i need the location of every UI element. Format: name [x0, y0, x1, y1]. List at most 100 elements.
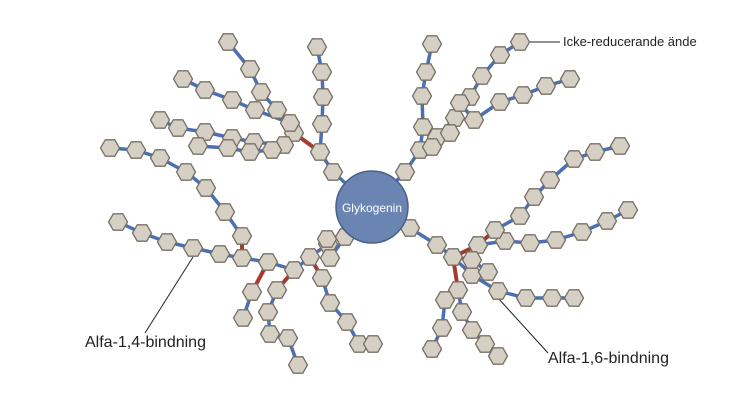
glucose-unit [266, 101, 288, 119]
glucose-unit [571, 223, 593, 241]
glucose-unit [277, 329, 299, 347]
glucose-unit [539, 171, 561, 189]
glucose-unit [131, 224, 153, 242]
glucose-unit [187, 137, 209, 155]
glucose-unit [563, 289, 585, 307]
glycogenin-label: Glykogenin [342, 201, 402, 215]
glucose-unit [461, 321, 483, 339]
glucose-unit [167, 119, 189, 137]
glucose-unit [156, 233, 178, 251]
glucose-unit [217, 139, 239, 157]
glucose-unit [449, 94, 471, 112]
glucose-unit [257, 253, 279, 271]
glucose-unit [312, 88, 334, 106]
glucose-unit [563, 150, 585, 168]
glucose-unit [412, 118, 434, 136]
alpha-1-6-bond-label: Alfa-1,6-bindning [548, 350, 669, 367]
glucose-unit [231, 227, 253, 245]
glucose-unit [394, 163, 416, 181]
glucose-unit [421, 35, 443, 53]
glucose-unit [194, 123, 216, 141]
glucose-unit [439, 124, 461, 142]
glucose-unit [541, 289, 563, 307]
glucose-unit [471, 67, 493, 85]
glucose-unit [221, 91, 243, 109]
glucose-unit [259, 325, 281, 343]
glycogenin-core: Glykogenin [335, 170, 409, 244]
glucose-unit [266, 281, 288, 299]
glucose-unit [306, 38, 328, 56]
glucose-unit [319, 249, 341, 267]
glucose-unit [149, 149, 171, 167]
glucose-unit [316, 230, 338, 248]
glucose-unit [442, 248, 464, 266]
glucose-unit [279, 114, 301, 132]
glucose-unit [559, 70, 581, 88]
glucose-unit [311, 269, 333, 287]
glucose-unit [596, 212, 618, 230]
glucose-unit [261, 141, 283, 159]
glucose-unit [309, 143, 331, 161]
glucose-unit [489, 93, 511, 111]
glucose-unit [584, 143, 606, 161]
glucose-unit [545, 231, 567, 249]
glycogenin-circle [335, 170, 409, 244]
glucose-unit [444, 109, 466, 127]
glucose-unit [239, 143, 261, 161]
glucose-unit [509, 33, 531, 51]
glucose-unit [434, 291, 456, 309]
label-pointer-lines [144, 41, 560, 354]
glucose-unit [519, 234, 541, 252]
glucose-unit [426, 236, 448, 254]
glucose-unit [322, 163, 344, 181]
glucose-unit [239, 60, 261, 78]
glucose-unit [487, 347, 509, 365]
non-reducing-end-label: Icke-reducerande ände [563, 34, 697, 49]
glucose-unit [362, 335, 384, 353]
glucose-unit [509, 207, 531, 225]
glucose-unit [431, 319, 453, 337]
glucose-unit [250, 83, 272, 101]
glucose-unit [244, 101, 266, 119]
glucose-unit [209, 245, 231, 263]
glucose-unit [609, 137, 631, 155]
glucose-unit [287, 356, 309, 374]
glucose-unit [515, 289, 537, 307]
glucose-unit [182, 239, 204, 257]
glucose-unit [232, 309, 254, 327]
alpha-1-4-pointer [144, 256, 194, 334]
glucose-unit [415, 63, 437, 81]
glucose-unit [421, 340, 443, 358]
glucose-unit [195, 179, 217, 197]
glucose-unit [231, 249, 253, 267]
glucose-unit [194, 81, 216, 99]
glucose-unit [535, 77, 557, 95]
glucose-unit [257, 303, 279, 321]
glucose-unit [149, 111, 171, 129]
glucose-unit [241, 283, 263, 301]
glucose-unit [311, 63, 333, 81]
glucose-unit [214, 203, 236, 221]
glucose-unit [512, 86, 534, 104]
glucose-unit [99, 139, 121, 157]
glucose-unit [447, 281, 469, 299]
glucose-unit [107, 213, 129, 231]
glucose-unit [411, 87, 433, 105]
glucose-unit [477, 263, 499, 281]
glucose-unit [311, 115, 333, 133]
glucose-unit [489, 46, 511, 64]
glucose-unit [283, 261, 305, 279]
glucose-unit [461, 251, 483, 269]
glucose-unit [319, 294, 341, 312]
glucose-unit [175, 163, 197, 181]
glucose-unit [484, 221, 506, 239]
glucose-unit [348, 335, 370, 353]
alpha-1-6-pointer [497, 297, 549, 354]
glucose-unit [217, 33, 239, 51]
glucose-unit [487, 282, 509, 300]
glucose-unit [172, 70, 194, 88]
glucose-unit [463, 111, 485, 129]
glucose-unit [461, 266, 483, 284]
